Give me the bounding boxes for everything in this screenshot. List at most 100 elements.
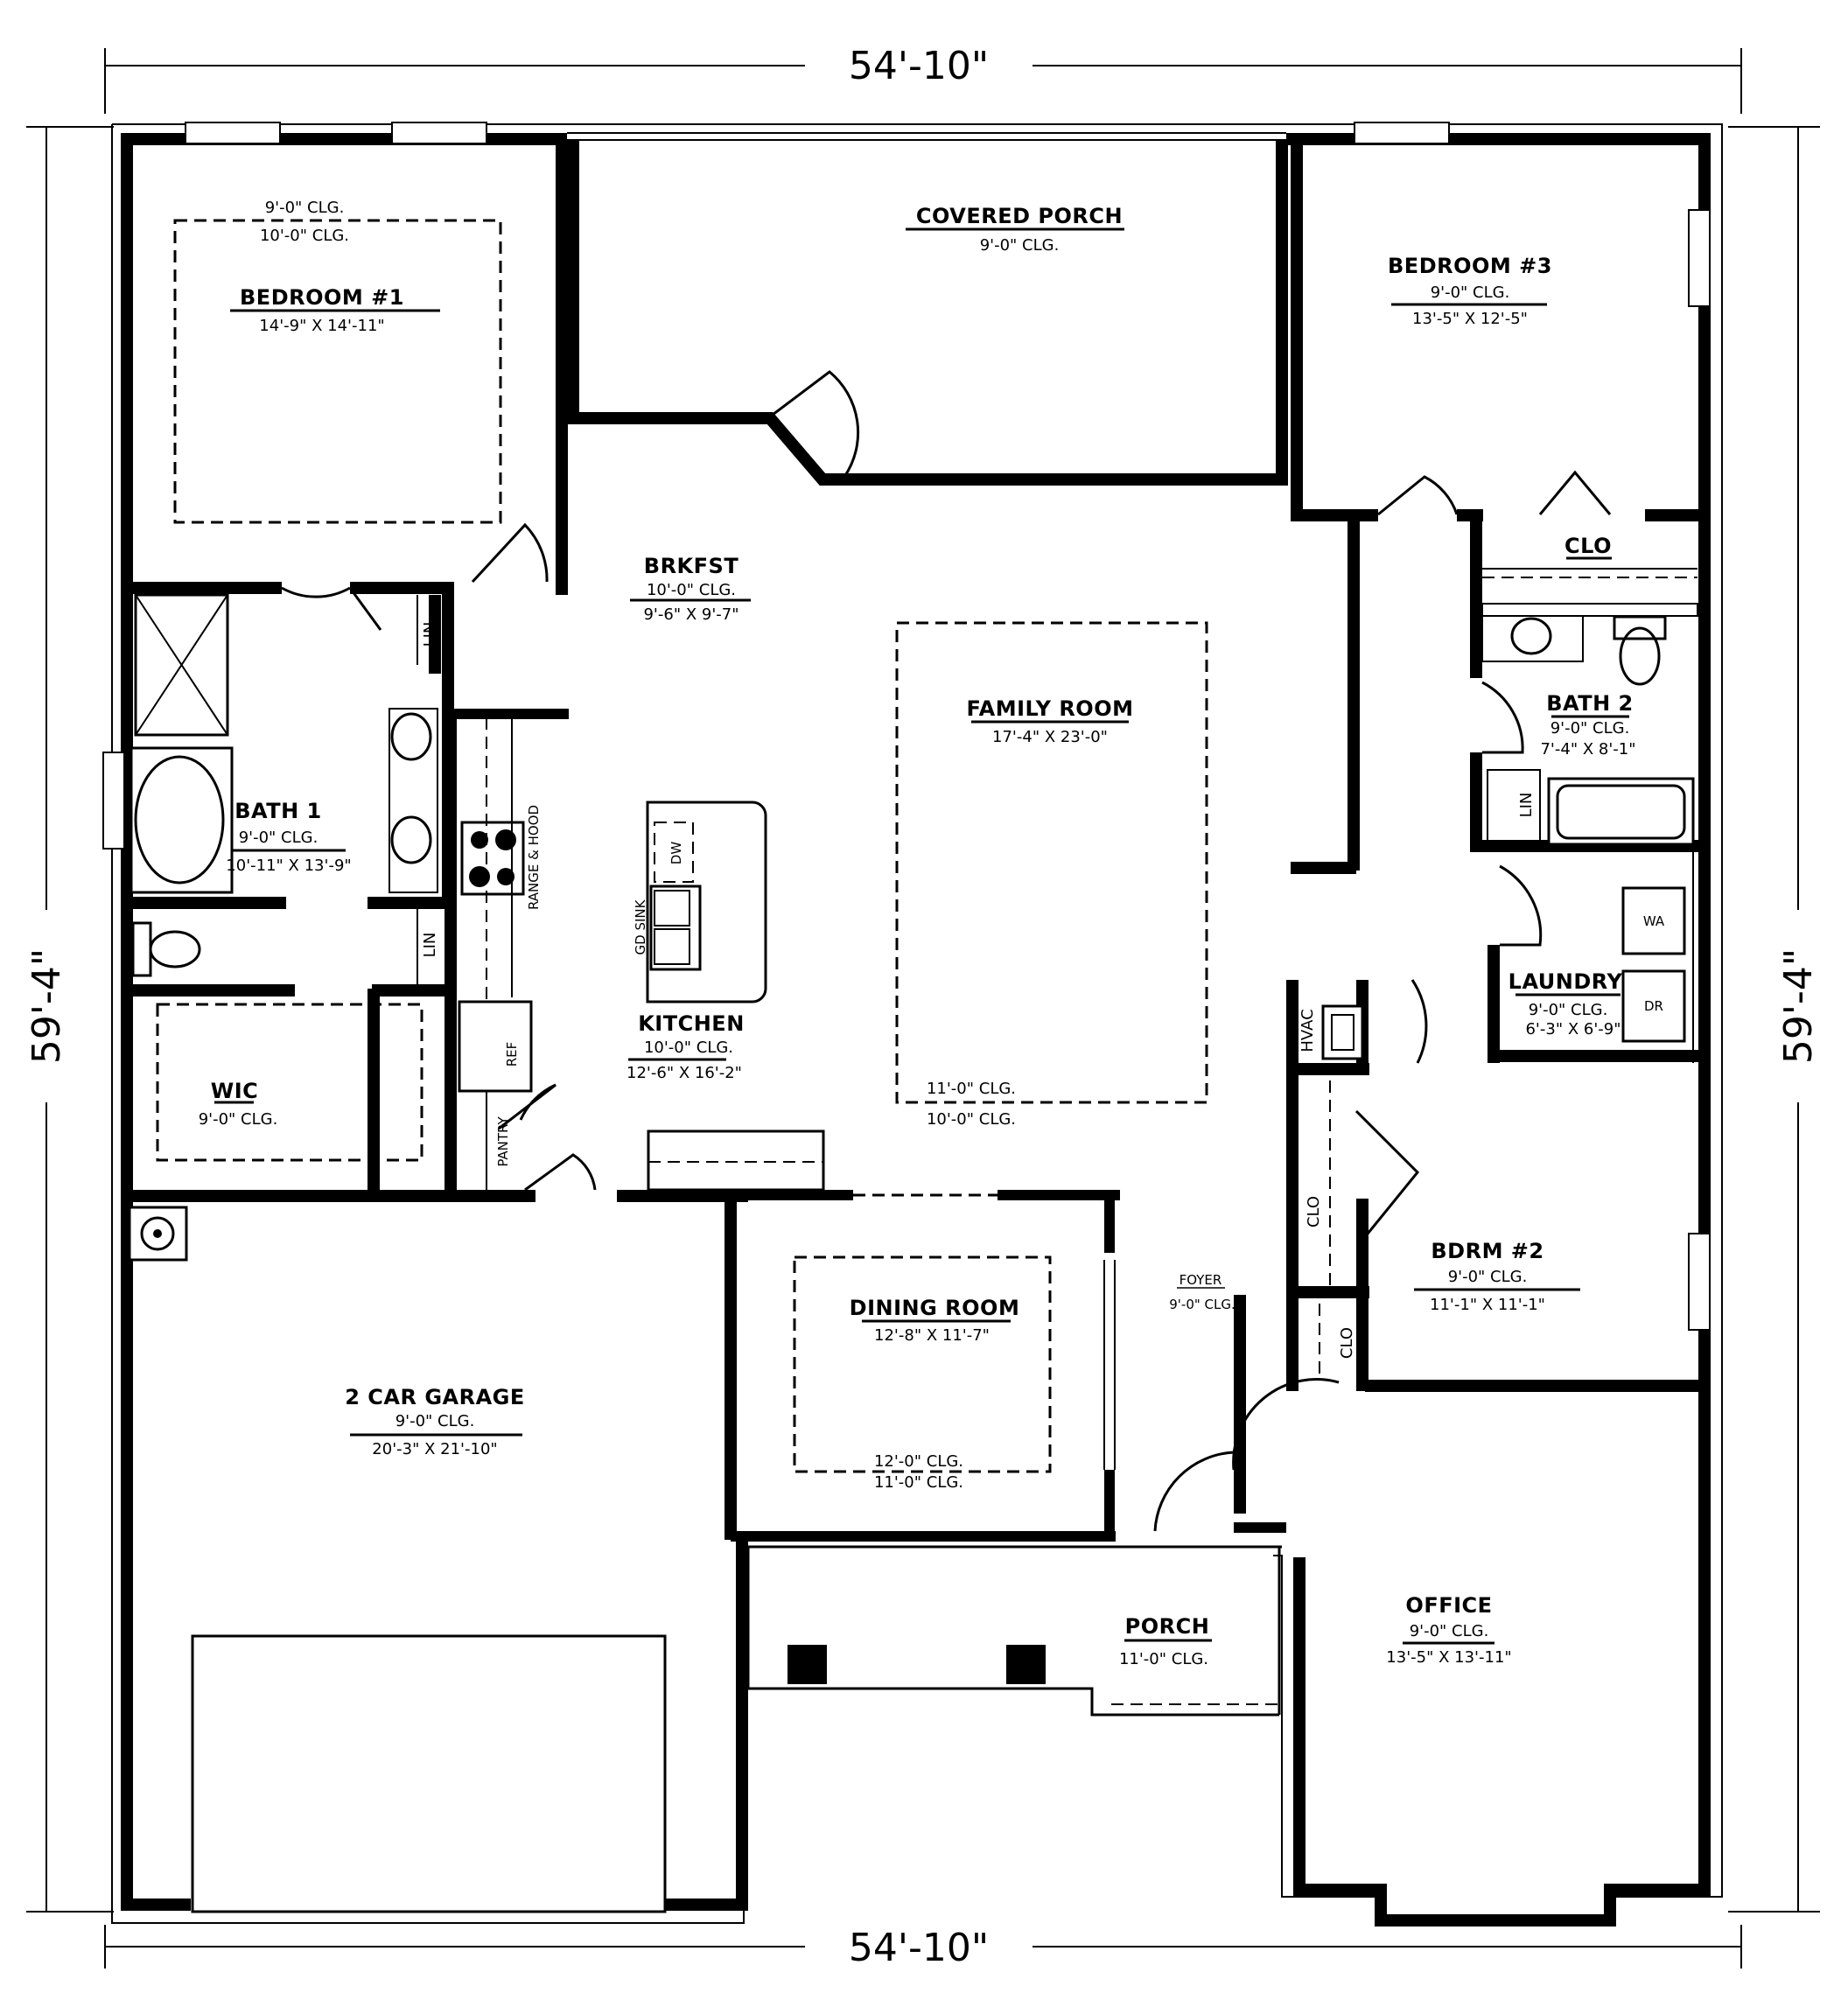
room-name: BATH 1 (234, 799, 322, 823)
room-dining-room: DINING ROOM 12'-8" X 11'-7" 12'-0" CLG. … (850, 1296, 1020, 1492)
ceiling-note: 9'-0" CLG. (1448, 1268, 1528, 1286)
room-size: 9'-6" X 9'-7" (643, 605, 738, 624)
room-name: OFFICE (1405, 1593, 1492, 1618)
washer-icon (1621, 886, 1686, 955)
ceiling-note: 9'-0" CLG. (1431, 283, 1510, 302)
windows (102, 122, 1711, 1331)
ceiling-note: 9'-0" CLG. (239, 829, 318, 847)
porch-column (788, 1645, 827, 1684)
ceiling-note: 11'-0" CLG. (874, 1473, 963, 1492)
room-bedroom-3: BEDROOM #3 9'-0" CLG. 13'-5" X 12'-5" (1388, 254, 1552, 328)
dryer-icon (1621, 969, 1686, 1043)
ceiling-note: 11'-0" CLG. (1119, 1650, 1208, 1668)
ceiling-note: 11'-0" CLG. (927, 1080, 1016, 1098)
ceiling-note: 10'-0" CLG. (260, 227, 349, 245)
room-name: BDRM #2 (1431, 1239, 1544, 1263)
sink-icon (390, 815, 432, 864)
bathtub-icon (1547, 777, 1695, 846)
right-depth-dimension: 59'-4" (1776, 948, 1821, 1064)
fixtures (128, 568, 1698, 1913)
door-swings (281, 370, 1612, 1532)
room-name: KITCHEN (638, 1011, 745, 1036)
room-name: BRKFST (644, 554, 739, 578)
hvac-label: HVAC (1298, 1009, 1317, 1052)
room-name: BATH 2 (1546, 691, 1634, 716)
sink-icon (1510, 617, 1552, 655)
toilet-icon (1619, 626, 1661, 686)
room-breakfast: BRKFST 10'-0" CLG. 9'-6" X 9'-7" (630, 554, 751, 624)
room-covered-porch: COVERED PORCH 9'-0" CLG. (906, 204, 1124, 255)
room-office: OFFICE 9'-0" CLG. 13'-5" X 13'-11" (1386, 1593, 1511, 1667)
room-size: 20'-3" X 21'-10" (372, 1440, 497, 1458)
room-bedroom-2: BDRM #2 9'-0" CLG. 11'-1" X 11'-1" (1414, 1239, 1580, 1314)
bottom-width-dimension: 54'-10" (849, 1926, 989, 1970)
ceiling-note: 9'-0" CLG. (1529, 1001, 1608, 1019)
closet-label: CLO (1305, 1196, 1323, 1227)
ceiling-note: 10'-0" CLG. (927, 1110, 1016, 1129)
room-labels: 9'-0" CLG. 10'-0" CLG. BEDROOM #1 14'-9"… (199, 199, 1636, 1668)
pantry-label: PANTRY (495, 1115, 511, 1166)
room-size: 17'-4" X 23'-0" (992, 728, 1108, 746)
range-hood-label: RANGE & HOOD (526, 805, 542, 910)
interior-walls (133, 140, 1706, 1542)
room-porch: PORCH 11'-0" CLG. (1119, 1614, 1212, 1668)
linen-label: LIN (1517, 793, 1536, 818)
room-name: DINING ROOM (850, 1296, 1020, 1320)
room-family-room: FAMILY ROOM 17'-4" X 23'-0" 11'-0" CLG. … (927, 696, 1134, 1129)
linen-label: LIN (421, 933, 439, 958)
double-sink-icon (649, 885, 702, 971)
room-name: LAUNDRY (1508, 969, 1623, 994)
room-name: BEDROOM #1 (240, 285, 404, 310)
ceiling-note: 9'-0" CLG. (199, 1110, 278, 1129)
room-name: BEDROOM #3 (1388, 254, 1552, 278)
room-bath-2: BATH 2 9'-0" CLG. 7'-4" X 8'-1" (1540, 691, 1635, 759)
room-name: FOYER (1180, 1272, 1222, 1288)
ceiling-note: 9'-0" CLG. (396, 1412, 475, 1430)
ceiling-outlines (156, 219, 1208, 1473)
dishwasher-icon (654, 822, 694, 883)
porch-column (1006, 1645, 1046, 1684)
room-size: 12'-6" X 16'-2" (626, 1064, 742, 1082)
gd-sink-label: GD SINK (633, 899, 648, 955)
room-foyer: FOYER 9'-0" CLG. (1169, 1272, 1236, 1312)
washer-label: WA (1643, 913, 1665, 929)
sink-icon (390, 712, 432, 761)
room-name: FAMILY ROOM (967, 696, 1134, 721)
ceiling-note: 9'-0" CLG. (1169, 1297, 1236, 1312)
room-size: 13'-5" X 12'-5" (1412, 310, 1528, 328)
range-icon (460, 821, 525, 896)
ceiling-note: 10'-0" CLG. (647, 581, 736, 599)
ceiling-note: 9'-0" CLG. (1550, 719, 1630, 738)
room-laundry: LAUNDRY 9'-0" CLG. 6'-3" X 6'-9" (1508, 969, 1623, 1038)
ceiling-note: 12'-0" CLG. (874, 1452, 963, 1471)
dimension-lines: 54'-10" 54'-10" 59'-4" 59'-4" (22, 42, 1823, 1972)
linen-label: LIN (421, 622, 439, 647)
room-size: 12'-8" X 11'-7" (874, 1326, 990, 1345)
ceiling-note: 9'-0" CLG. (1410, 1622, 1489, 1640)
toilet-icon (149, 930, 201, 969)
ceiling-note: 9'-0" CLG. (265, 199, 345, 217)
room-bedroom-1: 9'-0" CLG. 10'-0" CLG. BEDROOM #1 14'-9"… (230, 199, 440, 335)
ceiling-note: 10'-0" CLG. (644, 1038, 733, 1057)
bathtub-icon (130, 746, 234, 894)
room-size: 7'-4" X 8'-1" (1540, 740, 1635, 759)
room-wic: WIC 9'-0" CLG. (199, 1079, 278, 1129)
room-name: PORCH (1125, 1614, 1210, 1639)
room-name: COVERED PORCH (916, 204, 1123, 228)
fixture-labels: CLO LIN LIN LIN RANGE & HOOD REF PANTRY … (421, 534, 1665, 1359)
room-size: 6'-3" X 6'-9" (1525, 1020, 1620, 1038)
room-name: 2 CAR GARAGE (345, 1385, 525, 1409)
refrigerator-icon (458, 1000, 533, 1093)
room-name: WIC (211, 1079, 259, 1103)
refrigerator-label: REF (504, 1042, 520, 1067)
dishwasher-label: DW (668, 842, 684, 865)
closet-label: CLO (1564, 534, 1612, 558)
top-width-dimension: 54'-10" (849, 44, 989, 88)
kitchen-island (646, 801, 767, 1004)
left-depth-dimension: 59'-4" (24, 948, 69, 1064)
room-size: 14'-9" X 14'-11" (259, 317, 384, 335)
room-size: 11'-1" X 11'-1" (1430, 1296, 1545, 1314)
garage-door (191, 1634, 667, 1913)
ceiling-note: 9'-0" CLG. (980, 236, 1060, 255)
